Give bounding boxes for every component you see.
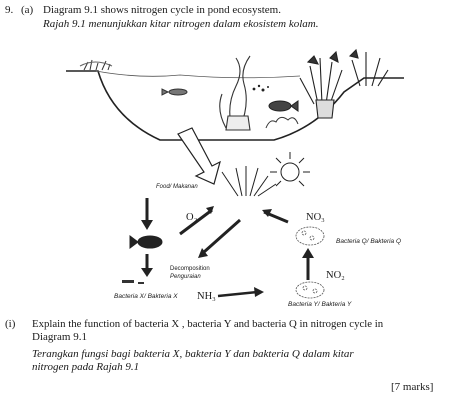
subquestion-line1: Explain the function of bacteria X , bac… [32,318,384,330]
question-number: 9. [5,4,14,16]
marks-label: [7 marks] [391,381,434,393]
dead-fish-icon [129,235,163,249]
decomposition-label: Decomposition [170,266,210,272]
o2-label: O₂ [186,212,198,223]
water-weed-icon [219,55,251,131]
bacteria-q-icon [295,226,325,246]
grass-plant-icon [221,166,277,197]
bacteria-y-label: Bacteria Y/ Bakteria Y [288,301,352,308]
bacteria-x-label: Bacteria X/ Bakteria X [114,293,178,300]
pond-outline [66,70,404,141]
reed-far-right-icon [348,48,389,87]
grass-left-icon [79,59,113,71]
subquestion-line2: Diagram 9.1 [32,331,87,343]
no2-label: NO₂ [326,270,345,281]
fish-icon [161,88,188,96]
debris-icon [122,280,144,284]
question-part: (a) [21,4,34,16]
nh3-label: NH₃ [197,291,216,302]
question-line-english: Diagram 9.1 shows nitrogen cycle in pond… [43,4,281,16]
subquestion-number: (i) [5,318,16,330]
no3-label: NO₃ [306,212,325,223]
penguraian-label: Penguraian [170,274,201,280]
hollow-down-arrow [177,127,221,185]
subquestion-line4: nitrogen pada Rajah 9.1 [32,361,140,373]
sun-icon [270,152,310,187]
fish-right-icon [268,100,299,112]
seaweed-icon [265,116,299,129]
bubbles-icon [252,84,269,92]
food-label: Food/ Makanan [156,184,198,190]
reed-plant-icon [299,50,343,119]
bacteria-q-label: Bacteria Q/ Bakteria Q [336,238,402,245]
bacteria-y-icon [295,281,325,299]
subquestion-line3: Terangkan fungsi bagi bakteria X, bakter… [32,348,354,360]
question-line-malay: Rajah 9.1 menunjukkan kitar nitrogen dal… [43,18,319,30]
